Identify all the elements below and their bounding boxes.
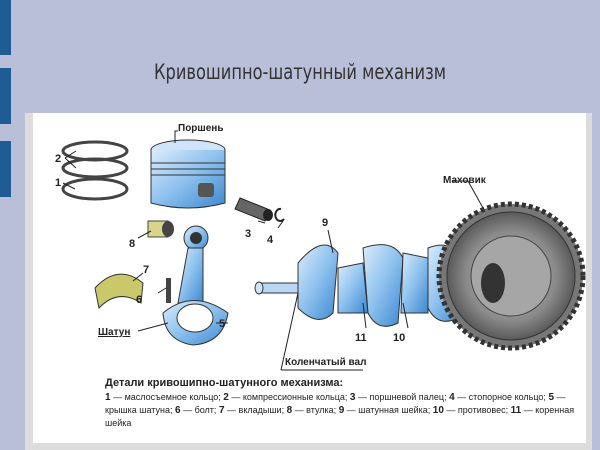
part-item: 5 — крышка шатуна; xyxy=(105,392,566,415)
label-piston: Поршень xyxy=(178,123,224,134)
part-item: 9 — шатунная шейка; xyxy=(338,405,431,416)
label-n11: 11 xyxy=(355,332,367,344)
parts-caption: Детали кривошипно-шатунного механизма: 1… xyxy=(105,377,585,429)
label-n7: 7 xyxy=(143,264,149,276)
flywheel-icon xyxy=(436,201,586,351)
part-item: 10 — противовес; xyxy=(432,405,509,416)
connecting-rod-icon xyxy=(162,225,229,346)
part-item: 7 — вкладыши; xyxy=(218,405,285,416)
part-item: 8 — втулка; xyxy=(286,405,337,416)
label-n3: 3 xyxy=(245,228,251,240)
label-n9: 9 xyxy=(322,217,328,229)
caption-parts-list: 1 — маслосъемное кольцо; 2 — компрессион… xyxy=(105,391,585,429)
piston-rings-icon xyxy=(61,140,129,201)
label-n2: 2 xyxy=(55,153,61,165)
label-connecting-rod: Шатун xyxy=(98,327,130,338)
part-item: 1 — маслосъемное кольцо; xyxy=(105,392,221,403)
part-item: 6 — болт; xyxy=(175,405,217,416)
label-n1: 1 xyxy=(55,177,61,189)
label-n5: 5 xyxy=(219,318,225,330)
diagram-canvas: Поршень Маховик Шатун Коленчатый вал 2 1… xyxy=(33,113,586,443)
caption-title: Детали кривошипно-шатунного механизма: xyxy=(105,377,344,389)
label-crankshaft: Коленчатый вал xyxy=(285,357,366,368)
part-item: 11 — коренная шейка xyxy=(105,405,575,428)
accent-bar-2 xyxy=(0,68,11,124)
accent-bar-3 xyxy=(0,141,11,197)
piston-pin-icon xyxy=(234,197,285,222)
label-n8: 8 xyxy=(129,238,135,250)
crankshaft-icon xyxy=(254,244,489,327)
piston-icon xyxy=(150,139,226,209)
bearing-shells-icon xyxy=(94,273,144,310)
part-item: 4 — стопорное кольцо; xyxy=(449,392,546,403)
bushing-icon xyxy=(147,220,174,238)
part-item: 3 — поршневой палец; xyxy=(349,392,447,403)
label-flywheel: Маховик xyxy=(443,175,487,186)
diagram-panel: Поршень Маховик Шатун Коленчатый вал 2 1… xyxy=(25,113,592,450)
label-n10: 10 xyxy=(393,332,405,344)
label-n4: 4 xyxy=(267,234,274,246)
part-item: 2 — компрессионные кольца; xyxy=(223,392,348,403)
crank-mechanism-illustration: Поршень Маховик Шатун Коленчатый вал 2 1… xyxy=(55,123,586,371)
slide-title: Кривошипно-шатунный механизм xyxy=(153,60,446,84)
leader-lines xyxy=(62,130,484,371)
label-n6: 6 xyxy=(136,294,142,306)
accent-bar-1 xyxy=(0,0,11,55)
